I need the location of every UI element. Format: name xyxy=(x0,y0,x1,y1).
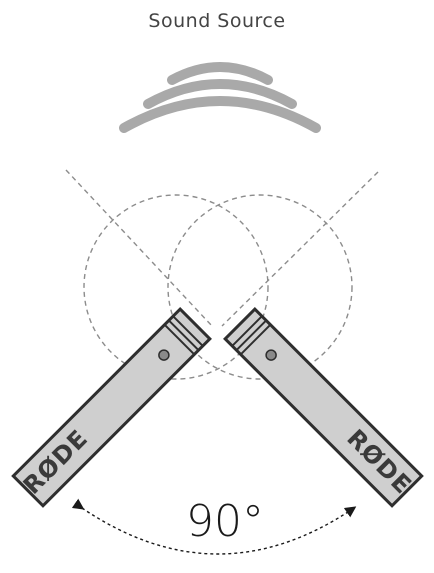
pickup-axis-lines xyxy=(65,169,379,327)
sound-waves-icon xyxy=(119,62,321,133)
polar-pattern-circles xyxy=(83,194,353,380)
left-microphone: RØDE xyxy=(11,307,212,508)
right-microphone: RØDE xyxy=(223,307,424,508)
angle-label: 90° xyxy=(186,496,264,547)
right-mic-indicator-dot xyxy=(265,349,277,361)
sound-source-label: Sound Source xyxy=(148,10,286,32)
left-mic-indicator-dot xyxy=(158,349,170,361)
double-headed-arrow-icon xyxy=(71,498,357,555)
